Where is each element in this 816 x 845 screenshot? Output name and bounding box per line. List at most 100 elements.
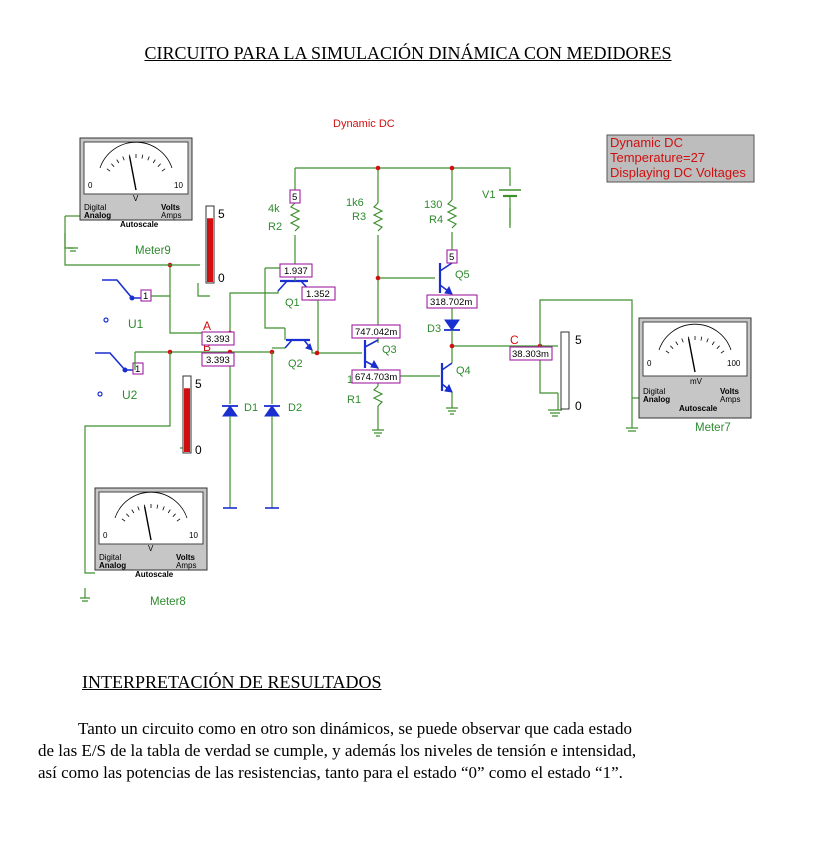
meter9-tick [161,168,166,172]
meter7-amps[interactable]: Amps [720,395,740,404]
d1-diode [222,405,238,417]
meter7-tick [700,336,703,341]
meter8-label: Meter8 [150,596,186,608]
page-title: CIRCUITO PARA LA SIMULACIÓN DINÁMICA CON… [144,43,672,63]
node-b-label: B [203,340,211,354]
meter8-tick [167,509,171,514]
results-paragraph: Tanto un circuito como en otro son dinám… [38,718,758,784]
bar2-min: 0 [195,443,202,457]
meter8-analog[interactable]: Analog [99,561,126,570]
level-bar-2: 5 0 [182,375,202,457]
level-bar-1: 5 0 [205,205,225,285]
meter8-tick [126,513,130,517]
probe-q3-base: 747.042m [355,327,397,338]
meter7-label: Meter7 [695,422,731,434]
meter7-digital[interactable]: Digital [643,387,665,396]
meter7-unit: mV [690,377,703,386]
v1-label: V1 [482,189,495,201]
bar3-min: 0 [575,399,582,413]
section-heading: INTERPRETACIÓN DE RESULTADOS [82,672,382,692]
q1-label: Q1 [285,297,300,309]
r1-name: R1 [347,394,361,406]
d2-label: D2 [288,402,302,414]
meter8-tick [121,518,126,522]
meter9-digital[interactable]: Digital [84,203,106,212]
meter9-tick [122,156,125,161]
bar2-max: 5 [195,377,202,391]
r3-value: 1k6 [346,197,364,209]
u1-label: U1 [128,317,144,331]
bar3-max: 5 [575,333,582,347]
meter8-amps[interactable]: Amps [176,561,196,570]
meter9-unit: V [133,194,139,203]
meter9-volts[interactable]: Volts [161,203,181,212]
probe-q3-emitter: 674.703m [355,372,397,383]
probe-node-b: 3.393 [206,355,230,366]
u2-label: U2 [122,388,138,402]
meter8-volts[interactable]: Volts [176,553,196,562]
circuit-schematic: Dynamic DC Dynamic DC Temperature=27 Dis… [64,118,755,608]
meter7-tick [711,341,715,346]
bar1-min: 0 [218,271,225,285]
meter7-tick [720,350,725,354]
r1-resistor [372,385,384,407]
meter8-digital[interactable]: Digital [99,553,121,562]
meter9-scale-max: 10 [174,181,183,190]
meter9-scale-min: 0 [88,181,93,190]
meter9-tick [147,156,150,161]
r3-resistor [372,202,384,232]
probe-r4-top: 5 [449,252,454,263]
meter7-tick [681,338,684,343]
meter9[interactable]: 0 10 V Digital Analog Volts Amps Autosca… [79,137,193,229]
q4-label: Q4 [456,365,471,377]
meter8-tick [172,513,176,517]
meter8-tick [156,504,159,509]
r2-name: R2 [268,221,282,233]
meter8-tick [137,506,140,511]
meter7-scale-max: 100 [727,359,741,368]
r4-value: 130 [424,199,442,211]
d2-diode [264,405,280,417]
r3-name: R3 [352,211,366,223]
mode-label: Dynamic DC [333,118,395,130]
meter9-tick [106,168,111,172]
level-bar-1-fill [207,218,213,282]
level-bar-2-fill [184,388,190,452]
meter7[interactable]: 0 100 mV Digital Analog Volts Amps Autos… [638,317,752,419]
meter9-tick [141,154,144,159]
q2-label: Q2 [288,358,303,370]
meter7-autoscale[interactable]: Autoscale [679,404,718,413]
node-c-label: C [510,333,519,347]
level-bar-3: 5 0 [560,331,582,413]
meter7-tick [665,350,670,354]
meter9-amps[interactable]: Amps [161,211,181,220]
meter8-scale-min: 0 [103,531,108,540]
meter8-tick [162,506,165,511]
meter7-tick [675,341,679,346]
d3-label: D3 [427,323,441,335]
meter9-tick [157,163,161,167]
paragraph-line-3: así como las potencias de las resistenci… [38,763,623,782]
info-box: Dynamic DC Temperature=27 Displaying DC … [606,134,755,183]
paragraph-line-2: de las E/S de la tabla de verdad se cump… [38,741,637,760]
meter7-analog[interactable]: Analog [643,395,670,404]
meter7-volts[interactable]: Volts [720,387,740,396]
meter9-tick [152,159,156,164]
meter8-tick [131,509,135,514]
meter8-scale-max: 10 [189,531,198,540]
d3-diode [444,319,460,331]
meter9-autoscale[interactable]: Autoscale [120,220,159,229]
meter8-autoscale[interactable]: Autoscale [135,570,174,579]
info-line-1: Dynamic DC [610,135,683,150]
meter7-needle [687,338,696,373]
meter7-tick [670,345,674,349]
meter8[interactable]: 0 10 V Digital Analog Volts Amps Autosca… [94,487,208,579]
node-a-label: A [203,319,211,333]
r2-resistor [289,202,301,232]
meter8-unit: V [148,544,154,553]
paragraph-line-1: Tanto un circuito como en otro son dinám… [78,719,632,738]
meter9-analog[interactable]: Analog [84,211,111,220]
info-line-2: Temperature=27 [610,150,705,165]
meter9-label: Meter9 [135,245,171,257]
info-line-3: Displaying DC Voltages [610,165,746,180]
